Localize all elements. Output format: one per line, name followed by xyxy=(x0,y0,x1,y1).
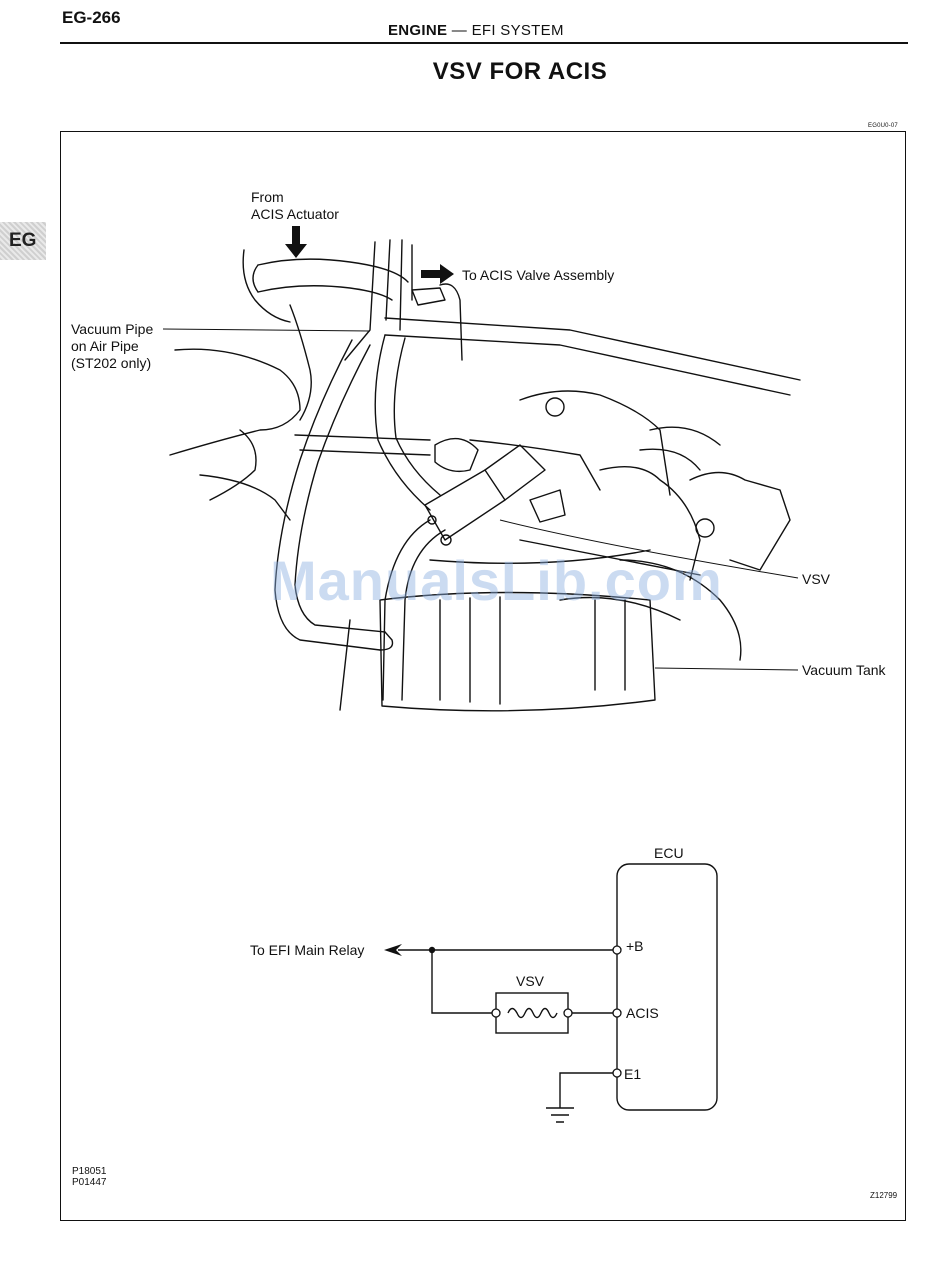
ground-wire xyxy=(560,1073,617,1108)
watermark: ManualsLib.com xyxy=(270,548,723,613)
label-acis-actuator: ACIS Actuator xyxy=(251,206,339,223)
label-st202: (ST202 only) xyxy=(71,355,151,372)
coil-icon xyxy=(508,1009,557,1018)
terminal-e1: E1 xyxy=(624,1066,641,1083)
label-vsv: VSV xyxy=(802,571,830,588)
label-to-efi-main-relay: To EFI Main Relay xyxy=(250,942,364,959)
label-from: From xyxy=(251,189,284,206)
label-to-valve: To ACIS Valve Assembly xyxy=(462,267,614,284)
ground-icon xyxy=(546,1108,574,1122)
figure-code-3: Z12799 xyxy=(870,1190,897,1202)
label-ecu: ECU xyxy=(654,845,684,862)
label-on-air-pipe: on Air Pipe xyxy=(71,338,139,355)
label-vacuum-pipe: Vacuum Pipe xyxy=(71,321,153,338)
label-circuit-vsv: VSV xyxy=(516,973,544,990)
terminal-acis: ACIS xyxy=(626,1005,659,1022)
vsv-feed-wire xyxy=(432,950,496,1013)
label-vacuum-tank: Vacuum Tank xyxy=(802,662,886,679)
vsv-box xyxy=(496,993,568,1033)
terminal-b: +B xyxy=(626,938,644,955)
figure-code-2: P01447 xyxy=(72,1177,106,1189)
junction-dot xyxy=(429,947,435,953)
